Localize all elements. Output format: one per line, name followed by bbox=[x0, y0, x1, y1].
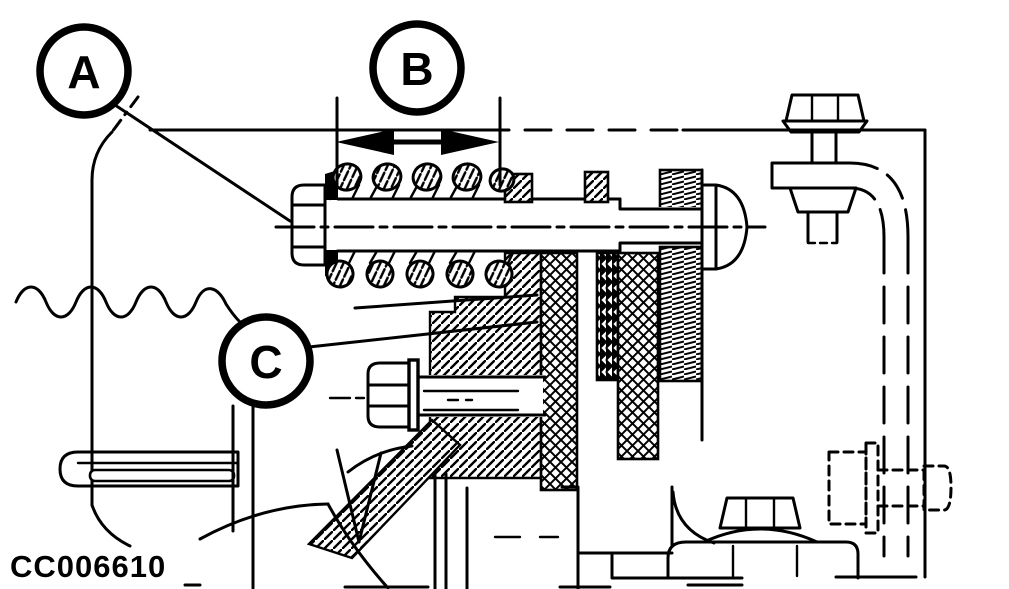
stud-lower-shank bbox=[806, 210, 839, 244]
dimension-arrow bbox=[335, 96, 502, 187]
extension-lines bbox=[335, 96, 502, 187]
callout-c: C bbox=[218, 313, 539, 409]
pipe-inner-bend bbox=[848, 186, 886, 239]
adjuster-bolt-flange bbox=[407, 358, 420, 432]
disc-stack bbox=[539, 251, 660, 492]
boss-arc-under-head bbox=[346, 444, 414, 474]
gear-block bbox=[658, 168, 704, 442]
body-bottom-ticks bbox=[183, 583, 744, 589]
casting-lower-verticals bbox=[433, 472, 469, 589]
hidden-bolt-phantom bbox=[827, 441, 953, 535]
stud-bracket-bar bbox=[770, 161, 852, 190]
adjuster-bolt-slot bbox=[422, 389, 520, 412]
hidden-bolt-head bbox=[827, 450, 868, 526]
callout-circle-c bbox=[218, 313, 314, 409]
hidden-bolt-end bbox=[922, 464, 953, 512]
casting-v-notch bbox=[335, 448, 383, 544]
lever-arm-slot bbox=[88, 468, 236, 483]
callout-a: A bbox=[36, 23, 292, 223]
bolt-hex-head bbox=[718, 496, 802, 530]
callout-circle-b bbox=[369, 20, 465, 116]
bolt-hex-faces bbox=[744, 496, 776, 530]
disc-column-1 bbox=[539, 251, 579, 492]
bracket-top-edge bbox=[353, 293, 539, 310]
housing-shelf bbox=[576, 551, 744, 580]
adjuster-bolt-head-faces bbox=[366, 383, 411, 408]
bracket-wedge-hatch bbox=[306, 418, 462, 560]
housing-fillet-arc bbox=[671, 490, 716, 545]
pin-hex-head bbox=[290, 183, 327, 267]
pin-head-face-lines bbox=[290, 203, 327, 249]
arrowhead-left-icon bbox=[336, 129, 394, 155]
stud-shank bbox=[810, 130, 838, 165]
gear-upper-section bbox=[658, 168, 704, 212]
body-left-corner bbox=[90, 130, 114, 182]
leader-line-a bbox=[113, 103, 292, 223]
stud-bolt-head-faces bbox=[810, 94, 840, 122]
callout-label-c: C bbox=[249, 336, 282, 388]
arrowhead-right-icon bbox=[441, 129, 499, 155]
adjuster-bolt bbox=[328, 358, 547, 474]
pin-shaft-step bbox=[618, 197, 704, 253]
housing-left-edge bbox=[560, 485, 580, 589]
spring-bottom-coils bbox=[325, 249, 516, 289]
stud-nut bbox=[788, 186, 858, 214]
callout-circle-a bbox=[36, 23, 132, 119]
callout-label-a: A bbox=[67, 46, 100, 98]
adjuster-bolt-shaft bbox=[416, 375, 547, 417]
adjuster-bolt-head bbox=[366, 361, 411, 429]
figure-code: CC006610 bbox=[10, 549, 166, 584]
boss-face-lines bbox=[731, 544, 799, 578]
bottom-right-bolt-boss bbox=[666, 496, 860, 580]
disc-column-3 bbox=[616, 251, 660, 461]
gear-lower-section bbox=[658, 245, 704, 383]
mounting-bracket-hatched bbox=[306, 251, 543, 560]
pipe-phantom bbox=[848, 161, 910, 558]
lower-casting bbox=[58, 402, 560, 589]
stud-bolt-flange bbox=[781, 119, 869, 134]
casting-verticals bbox=[231, 402, 255, 589]
pipe-outer-bend bbox=[848, 161, 910, 239]
callout-label-b: B bbox=[400, 43, 433, 95]
body-left-fillet bbox=[90, 503, 132, 548]
break-wave-line bbox=[14, 285, 242, 324]
coil-spring bbox=[325, 162, 516, 289]
casting-arc-1 bbox=[198, 502, 330, 541]
leader-line-c bbox=[307, 320, 539, 349]
spring-top-coils bbox=[328, 162, 516, 201]
lever-arm-outline bbox=[58, 450, 240, 488]
bolt-flange-dome bbox=[702, 527, 819, 544]
body-left-breakline bbox=[110, 95, 140, 134]
top-stud-bolt bbox=[770, 93, 869, 245]
stud-bolt-head bbox=[784, 93, 866, 123]
hidden-bolt-shaft bbox=[876, 468, 926, 508]
pin-shaft bbox=[336, 197, 622, 253]
boss-outline bbox=[666, 540, 860, 580]
hidden-bolt-flange bbox=[864, 441, 880, 535]
callout-b: B bbox=[369, 20, 465, 116]
casting-arc-2 bbox=[326, 502, 390, 589]
disc-column-2 bbox=[595, 251, 620, 382]
pivot-pin-assembly bbox=[274, 170, 767, 280]
retainer-block-2 bbox=[583, 170, 610, 204]
